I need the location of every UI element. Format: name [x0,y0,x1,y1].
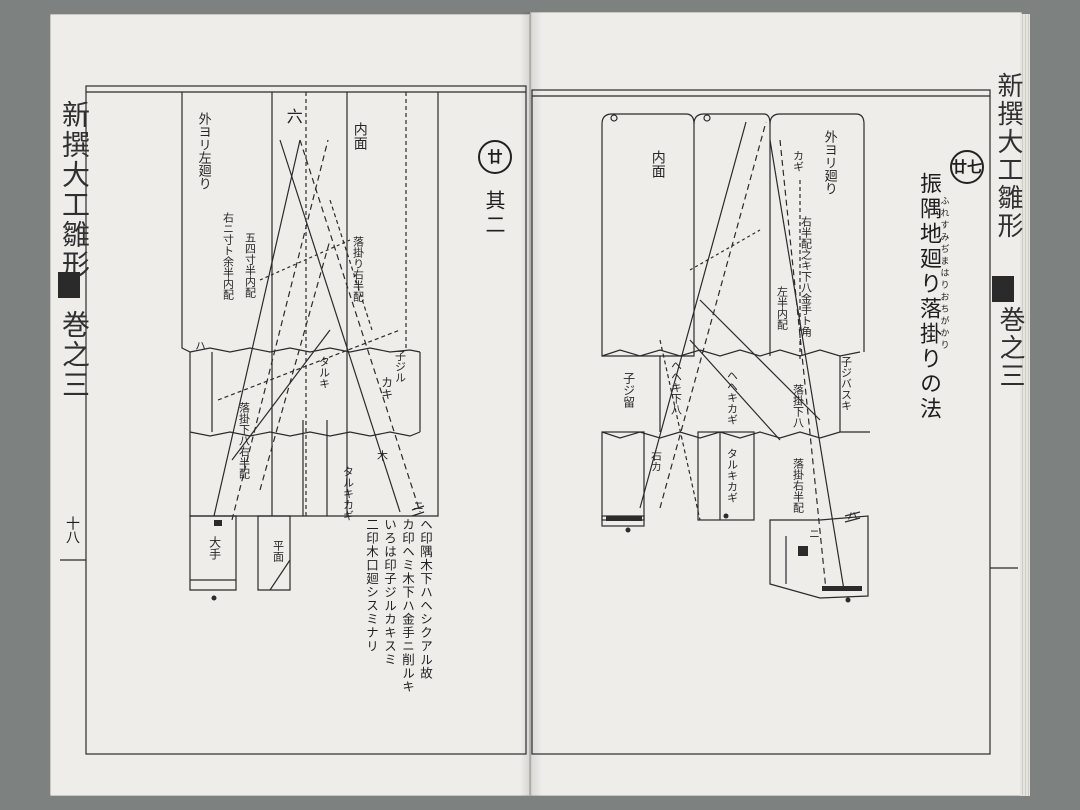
left-note-2: カ印ヘミ木下ハ金手ニ削ルキ [400,518,415,694]
right-label-uhan: 右半配之キ下八金手ト角 [799,216,813,337]
right-margin-title: 新撰大工雛形 [993,72,1023,240]
right-label-ochikake: 落掛下八 [791,384,805,428]
left-note-3: いろは印子ジルカキスミ [382,518,397,667]
left-label-mid-2: 五四寸半内配 [243,232,257,298]
left-label-heimen: 平面 [271,540,285,562]
left-label-kojiru: 子ジル [393,350,407,383]
right-label-tarukikagi: タルキカギ [725,448,739,503]
left-diagram-outline [181,92,439,517]
right-section-number: 廿七 [950,150,984,184]
right-label-soto: 外ヨリ廻り [821,130,837,195]
right-heading-furigana: ふれすみぢまはりおちがかり [938,196,949,352]
right-label-kojibasuki: 子ジバスキ [839,356,853,411]
right-label-ha: ハ [845,510,859,521]
left-margin-fishtail [58,272,80,298]
left-margin-title: 新撰大工雛形 [58,100,91,280]
left-label-lower: 落掛下八右半配 [237,402,251,479]
left-label-taruki: タルキ [317,356,331,389]
left-label-ni: ニ [411,500,425,511]
right-margin-fishtail [992,276,1014,302]
right-label-naimen: 内面 [649,150,666,178]
left-label-soto: 外ヨリ左廻り [195,112,211,190]
right-label-kagi: カギ [791,150,805,172]
page-edges [1020,14,1030,796]
left-label-kaki: カキ [379,376,394,400]
right-margin-volume: 巻之三 [995,306,1025,390]
left-label-roku: 六 [283,108,303,124]
right-label-hehe: ヘヘキ下八 [669,360,683,415]
right-label-kojidome: 子ジ留 [621,372,636,408]
left-label-ote: 大手 [207,536,222,560]
left-page-frame [85,85,527,755]
left-label-tarukikagi: タルキカギ [341,466,355,521]
left-section-heading: 其二 [482,190,506,238]
left-folio: 十八 [64,516,80,544]
left-note-1: ヘ印隅木下ハヘシクアル故 [418,518,433,680]
right-board-1 [601,113,695,357]
right-section-heading: 振隅地廻り落掛りの法 [916,172,941,422]
right-label-migika: 右カ [649,450,663,472]
right-label-hehekagi: ヘヘキカギ [725,370,739,425]
left-label-ochikake: 落掛り右半配 [351,236,365,302]
left-note-4: 二印木口廻シスミナリ [364,518,379,653]
left-page [50,14,530,796]
left-margin-volume: 巻之三 [58,310,91,400]
left-label-mid-1: 右ニ寸ト余半内配 [221,212,235,300]
right-label-ochikake-uhan: 落掛右半配 [791,458,805,513]
left-label-ha: ハ [193,340,207,351]
right-label-sahan: 左半内配 [775,286,789,330]
left-label-naimen: 内面 [351,122,368,150]
left-label-ki: 木 [375,450,389,461]
right-label-ni: ニ [807,528,821,539]
left-section-number: 廿 [478,140,512,174]
right-page-frame [531,89,991,755]
right-page [530,12,1022,796]
